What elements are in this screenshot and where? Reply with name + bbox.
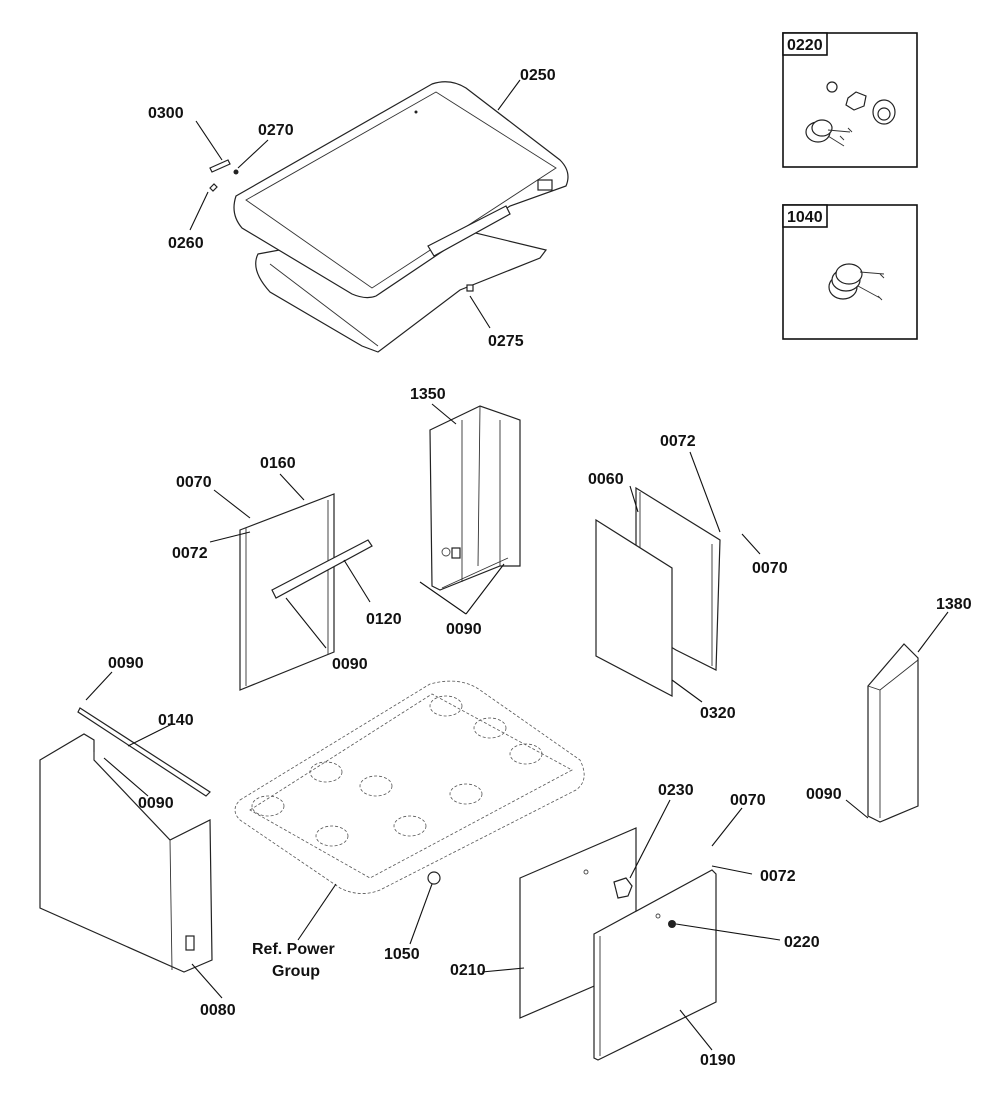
label-0210: 0210: [450, 962, 486, 979]
label-0090-rail: 0090: [108, 655, 144, 672]
leader-lines: [85, 79, 949, 1051]
label-0275: 0275: [488, 333, 524, 350]
label-1350: 1350: [410, 386, 446, 403]
label-0250: 0250: [520, 67, 556, 84]
lock-kit-icon: [805, 81, 896, 147]
inset-key-set-label: 1040: [787, 209, 823, 226]
label-0120: 0120: [366, 611, 402, 628]
left-side-frame: [239, 493, 373, 691]
label-0320: 0320: [700, 705, 736, 722]
front-door: [593, 869, 717, 1061]
label-1050: 1050: [384, 946, 420, 963]
label-0072-door: 0072: [760, 868, 796, 885]
label-0160: 0160: [260, 455, 296, 472]
right-side-panel: [595, 518, 673, 697]
label-0190: 0190: [700, 1052, 736, 1069]
label-0080: 0080: [200, 1002, 236, 1019]
label-0090-shroud: 0090: [138, 795, 174, 812]
label-0090-frame: 0090: [332, 656, 368, 673]
inset-key-set: 1040: [782, 204, 918, 340]
label-0072-left: 0072: [172, 545, 208, 562]
lid-cover: [233, 81, 569, 299]
label-1380: 1380: [936, 596, 972, 613]
label-0070-door: 0070: [730, 792, 766, 809]
label-0230: 0230: [658, 782, 694, 799]
label-0220-door: 0220: [784, 934, 820, 951]
key-set-icon: [828, 263, 885, 301]
power-group-base: [234, 680, 585, 894]
label-0072-right: 0072: [660, 433, 696, 450]
label-0270: 0270: [258, 122, 294, 139]
label-0060: 0060: [588, 471, 624, 488]
top-rail: [77, 707, 211, 797]
label-0260: 0260: [168, 235, 204, 252]
label-0140: 0140: [158, 712, 194, 729]
label-0070-right: 0070: [752, 560, 788, 577]
back-panel: [429, 405, 521, 591]
inset-lock-kit: 0220: [782, 32, 918, 168]
label-0090-back: 0090: [446, 621, 482, 638]
part-labels: 0300 0270 0250 0260 0275 1350 0160 0070 …: [108, 67, 972, 1069]
label-0070-left: 0070: [176, 474, 212, 491]
label-ref-power-line1: Ref. Power: [252, 941, 335, 958]
inset-lock-kit-label: 0220: [787, 37, 823, 54]
label-0090-post: 0090: [806, 786, 842, 803]
label-ref-power-line2: Group: [272, 963, 320, 980]
lid-hardware: [209, 159, 239, 192]
label-0300: 0300: [148, 105, 184, 122]
left-corner-shroud: [39, 733, 213, 973]
corner-post-right: [867, 643, 919, 823]
